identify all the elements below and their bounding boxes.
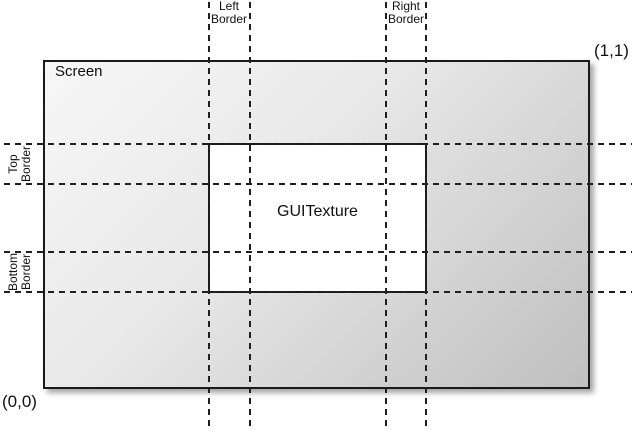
screen-label: Screen — [55, 63, 103, 80]
guitexture-label: GUITexture — [277, 203, 358, 220]
right-border-label: Right Border — [376, 0, 436, 26]
bottom-border-label-line2: Border — [19, 253, 33, 291]
left-border-label: Left Border — [199, 0, 259, 26]
top-border-label-line2: Border — [19, 145, 33, 183]
origin-coordinate: (0,0) — [2, 392, 37, 411]
top-right-coordinate: (1,1) — [594, 41, 629, 60]
bottom-border-label: Bottom Border — [6, 242, 37, 302]
left-border-label-line1: Left — [218, 0, 239, 13]
left-border-label-line2: Border — [210, 12, 248, 26]
right-border-label-line2: Border — [387, 12, 425, 26]
right-border-label-line1: Right — [391, 0, 420, 13]
guitexture-rect — [208, 143, 427, 293]
top-border-label: Top Border — [6, 134, 37, 194]
